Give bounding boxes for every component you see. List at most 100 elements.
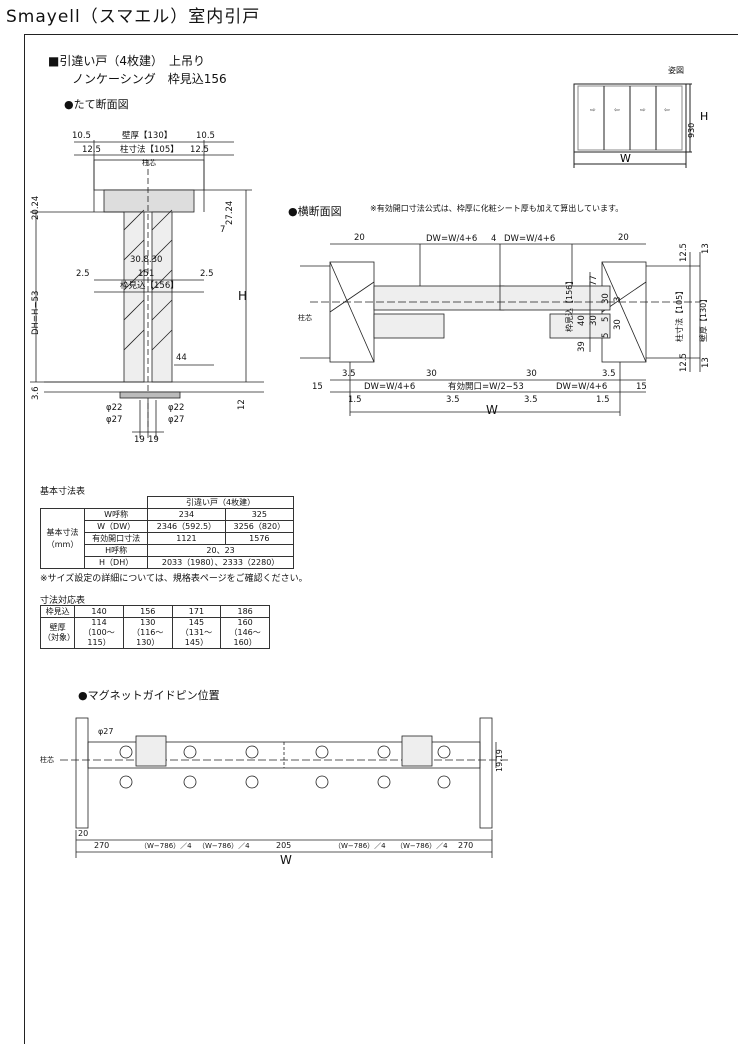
dim-44: 44 — [176, 353, 187, 363]
product-heading: ■引違い戸（4枚建） 上吊り — [48, 54, 205, 68]
svg-text:⇨: ⇨ — [590, 106, 596, 114]
h-w-label: W — [486, 403, 498, 417]
h-label: H — [238, 289, 247, 303]
h-dim-5b: 5 — [601, 333, 611, 338]
door-leaf-upper-right — [499, 285, 611, 311]
h-dim-13-bottom: 13 — [701, 357, 711, 368]
dh-label: DH=H−53 — [31, 291, 41, 335]
magnet-core-label: 柱芯 — [40, 755, 54, 764]
door-panel-left — [123, 211, 145, 383]
horizontal-section-label: ●横断面図 — [288, 205, 342, 218]
dim-12: 12 — [237, 399, 247, 410]
door-leaf-upper-left — [373, 285, 505, 311]
door-leaf-lower-left — [373, 313, 445, 339]
dim-19-right: 19 — [148, 435, 159, 445]
drawing-frame — [24, 34, 738, 1044]
pin-27-right: φ27 — [168, 415, 184, 425]
magnet-w-label: W — [280, 853, 292, 867]
svg-text:⇦: ⇦ — [614, 106, 620, 114]
table-row: H（DH）2033（1980）、2333（2280） — [41, 556, 294, 569]
h-dim-4: 4 — [491, 234, 496, 244]
h-dim-3-5-right: 3.5 — [602, 369, 616, 379]
table1-note: ※サイズ設定の詳細については、規格表ページをご確認ください。 — [40, 574, 308, 584]
stopper-block-left — [135, 735, 167, 767]
dim-3-6: 3.6 — [31, 386, 41, 400]
h-dim-5: 5 — [601, 317, 611, 322]
horizontal-section-note: ※有効開口寸法公式は、枠厚に化粧シート厚も加えて算出しています。 — [370, 204, 624, 213]
h-dim-1-5-left: 1.5 — [348, 395, 362, 405]
h-dim-15-left: 15 — [312, 382, 323, 392]
elevation-h-text: H — [700, 110, 708, 123]
elevation-label: 姿図 — [668, 66, 684, 75]
elevation-frame — [573, 83, 687, 153]
magnet-dim-205: 205 — [276, 841, 291, 850]
h-frame-depth: 枠見込【156】 — [564, 277, 574, 332]
magnet-dim-270-left: 270 — [94, 841, 109, 850]
dim-2-5-right: 2.5 — [200, 269, 214, 279]
elevation-drawing: ⇨⇦⇨⇦ W H 930 — [573, 83, 708, 168]
page-title: Smayell（スマエル）室内引戸 — [6, 7, 261, 27]
svg-text:⇨: ⇨ — [640, 106, 646, 114]
h-bottom-dw-right: DW=W/4+6 — [556, 382, 607, 392]
pin-22-right: φ22 — [168, 403, 184, 413]
h-dim-12-5-bottom: 12.5 — [679, 353, 689, 372]
head-rail — [103, 189, 195, 213]
dim-12-5-right: 12.5 — [190, 145, 209, 155]
pin-27-left: φ27 — [106, 415, 122, 425]
h-dim-30a: 30 — [601, 293, 611, 304]
h-dim-1-5-right: 1.5 — [596, 395, 610, 405]
dim-7: 7 — [220, 225, 225, 235]
h-dim-3-5b: 3.5 — [524, 395, 538, 405]
vertical-section-label: ●たて断面図 — [64, 98, 129, 111]
stopper-block-right — [401, 735, 433, 767]
h-dim-20-right: 20 — [618, 233, 629, 243]
h-dim-3-5a: 3.5 — [446, 395, 460, 405]
pillar-size-label: 柱寸法【105】 — [120, 144, 179, 155]
table1-header: 引違い戸（4枚建） — [147, 496, 294, 509]
h-dim-30c: 30 — [613, 319, 623, 330]
dim-12-5-left: 12.5 — [82, 145, 101, 155]
left-jamb — [75, 717, 89, 829]
dim-151: 151 — [138, 269, 154, 279]
h-effective-opening: 有効開口=W/2−53 — [448, 381, 524, 392]
wall-thickness-label: 壁厚【130】 — [122, 130, 172, 141]
right-jamb — [479, 717, 493, 829]
core-label: 柱芯 — [142, 158, 156, 167]
h-dim-30-right: 30 — [526, 369, 537, 379]
horizontal-section-drawing: 20 DW=W/4+6 4 DW=W/4+6 20 柱芯 枠見込【156】 柱寸… — [298, 233, 711, 417]
h-dim-39: 39 — [577, 341, 587, 352]
magnet-dim-786-a: （W−786）／4 — [140, 842, 192, 850]
table-row: 壁厚 （対象） 114 （100～115） 130 （116～130） 145 … — [39, 617, 270, 649]
h-dim-12-5-top: 12.5 — [679, 243, 689, 262]
dimension-correspondence-caption: 寸法対応表 — [40, 596, 86, 606]
magnet-dim-786-c: （W−786）／4 — [334, 842, 386, 850]
dim-27-24: 27.24 — [225, 201, 235, 225]
h-dw-right: DW=W/4+6 — [504, 234, 555, 244]
door-panel-right — [151, 211, 173, 383]
table1-group-label: 基本寸法 （mm） — [39, 508, 86, 569]
magnet-dim-270-right: 270 — [458, 841, 473, 850]
magnet-guide-drawing: φ27 柱芯 20 19.19 270 （W−786）／4 （W−786）／4 … — [40, 717, 510, 867]
door-leaf-lower-right — [549, 313, 611, 339]
h-dim-13-top: 13 — [701, 243, 711, 254]
magnet-guide-label: ●マグネットガイドピン位置 — [78, 689, 220, 702]
vertical-section-drawing: 10.5 壁厚【130】 10.5 12.5 柱寸法【105】 12.5 柱芯 … — [30, 130, 264, 445]
dim-2-5-left: 2.5 — [76, 269, 90, 279]
h-dim-40: 40 — [577, 315, 587, 326]
dim-19-left: 19 — [134, 435, 145, 445]
magnet-dim-786-b: （W−786）／4 — [198, 842, 250, 850]
dim-10-5-left: 10.5 — [72, 131, 91, 141]
dim-20-24: 20.24 — [31, 196, 41, 220]
floor-guide — [119, 391, 181, 399]
magnet-dim-19-19: 19.19 — [495, 749, 504, 772]
h-dw-left: DW=W/4+6 — [426, 234, 477, 244]
h-dim-77: 77 — [589, 275, 599, 286]
elevation-930-text: 930 — [687, 123, 696, 138]
frame-depth-label: 枠見込【156】 — [120, 280, 179, 291]
h-dim-3: 3 — [613, 297, 623, 302]
